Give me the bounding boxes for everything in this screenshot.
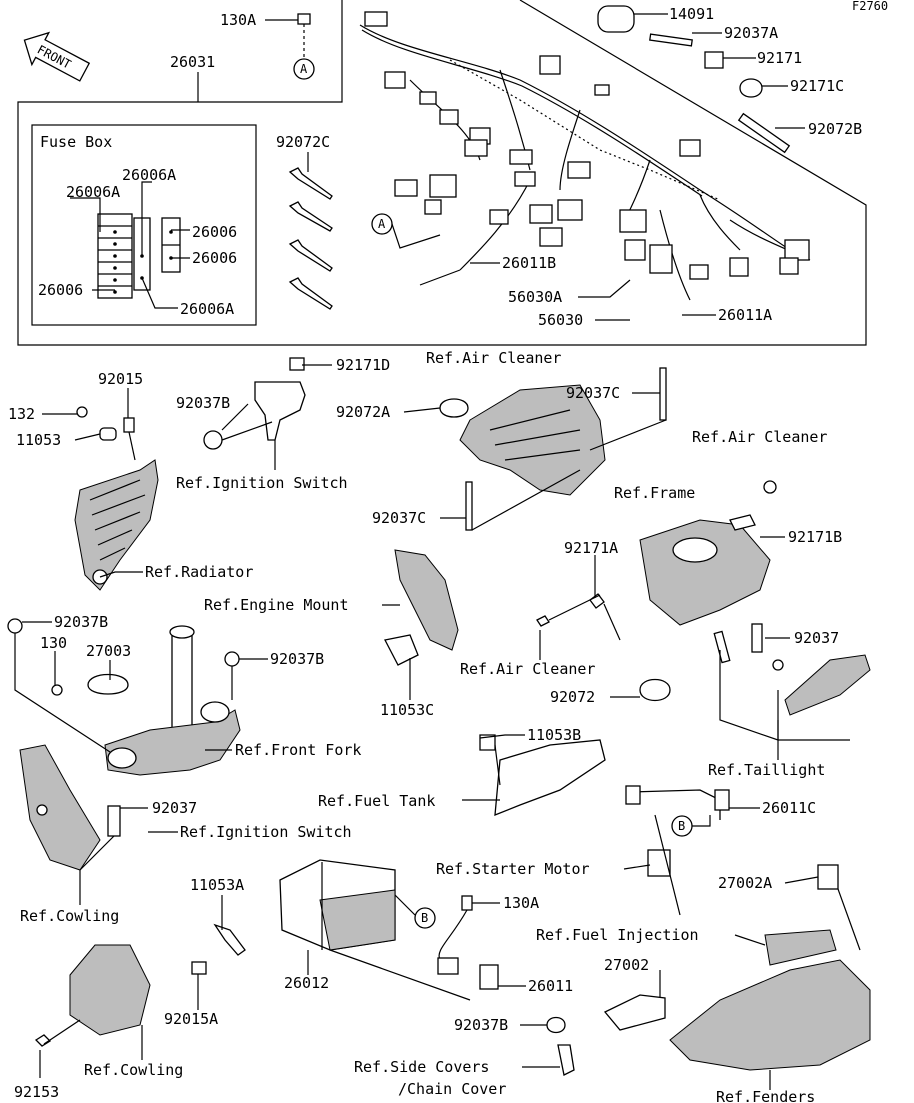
label-92037b-3: 92037B bbox=[270, 650, 324, 668]
label-130: 130 bbox=[40, 634, 67, 652]
label-ref-frame: Ref.Frame bbox=[614, 484, 695, 502]
label-ref-front-fork: Ref.Front Fork bbox=[235, 741, 361, 759]
label-26006-r1: 26006 bbox=[192, 223, 237, 241]
label-ref-engine-mount: Ref.Engine Mount bbox=[204, 596, 349, 614]
label-26006a-b: 26006A bbox=[66, 183, 120, 201]
figure-id: F2760 bbox=[852, 0, 888, 13]
label-92037b-2: 92037B bbox=[54, 613, 108, 631]
label-26006a-c: 26006A bbox=[180, 300, 234, 318]
taillight bbox=[713, 623, 871, 741]
label-56030a: 56030A bbox=[508, 288, 562, 306]
cowling-left bbox=[19, 744, 121, 871]
label-26006-r2: 26006 bbox=[192, 249, 237, 267]
label-ref-chain-cover: /Chain Cover bbox=[398, 1080, 506, 1098]
label-ref-fuel-injection: Ref.Fuel Injection bbox=[536, 926, 699, 944]
zip-ties-92072c bbox=[288, 167, 333, 310]
engine-mount bbox=[384, 549, 459, 666]
label-11053b: 11053B bbox=[527, 726, 581, 744]
label-92037c-2: 92037C bbox=[372, 509, 426, 527]
cowling-lower bbox=[34, 923, 246, 1047]
ignition-bracket bbox=[203, 357, 306, 470]
clamp-92072 bbox=[639, 678, 671, 702]
battery: B bbox=[279, 859, 471, 1001]
label-26011c: 26011C bbox=[762, 799, 816, 817]
label-92015: 92015 bbox=[98, 370, 143, 388]
label-92072b: 92072B bbox=[808, 120, 862, 138]
label-ref-taillight: Ref.Taillight bbox=[708, 761, 825, 779]
label-27002a: 27002A bbox=[718, 874, 772, 892]
top-small-parts bbox=[297, 5, 791, 154]
label-14091: 14091 bbox=[669, 5, 714, 23]
fuse-box-frame bbox=[31, 124, 257, 326]
side-cover-clip bbox=[546, 1016, 575, 1076]
label-92037c-1: 92037C bbox=[566, 384, 620, 402]
label-92171b: 92171B bbox=[788, 528, 842, 546]
label-92072a: 92072A bbox=[336, 403, 390, 421]
label-92037b-1: 92037B bbox=[176, 394, 230, 412]
label-27002: 27002 bbox=[604, 956, 649, 974]
label-11053c: 11053C bbox=[380, 701, 434, 719]
label-26006a-a: 26006A bbox=[122, 166, 176, 184]
label-ref-air-cleaner-2: Ref.Air Cleaner bbox=[692, 428, 827, 446]
svg-text:B: B bbox=[421, 911, 428, 925]
air-cleaner-cover bbox=[439, 367, 667, 531]
label-ref-cowling-2: Ref.Cowling bbox=[84, 1061, 183, 1079]
label-92171c: 92171C bbox=[790, 77, 844, 95]
label-26011: 26011 bbox=[528, 977, 573, 995]
label-ref-ignition-1: Ref.Ignition Switch bbox=[176, 474, 348, 492]
label-132: 132 bbox=[8, 405, 35, 423]
label-56030: 56030 bbox=[538, 311, 583, 329]
fuse-box-diagram bbox=[70, 181, 190, 309]
svg-text:A: A bbox=[300, 62, 308, 76]
label-26031: 26031 bbox=[170, 53, 215, 71]
label-92171: 92171 bbox=[757, 49, 802, 67]
label-92015a: 92015A bbox=[164, 1010, 218, 1028]
frame-area bbox=[536, 480, 777, 641]
label-ref-radiator: Ref.Radiator bbox=[145, 563, 253, 581]
battery-cable bbox=[437, 895, 499, 990]
label-92072c: 92072C bbox=[276, 133, 330, 151]
callout-labels: 130A 26031 14091 92037A 92171 92171C 920… bbox=[8, 5, 862, 1103]
label-ref-side-covers: Ref.Side Covers bbox=[354, 1058, 489, 1076]
steering-stem bbox=[7, 618, 241, 776]
fuse-box-title: Fuse Box bbox=[40, 133, 112, 151]
label-92037-2: 92037 bbox=[152, 799, 197, 817]
leader-lines bbox=[22, 13, 819, 1090]
label-ref-fenders: Ref.Fenders bbox=[716, 1088, 815, 1103]
main-wiring-harness bbox=[359, 11, 811, 301]
label-ref-cowling-1: Ref.Cowling bbox=[20, 907, 119, 925]
label-26012: 26012 bbox=[284, 974, 329, 992]
label-130a-b: 130A bbox=[503, 894, 539, 912]
label-26011b: 26011B bbox=[502, 254, 556, 272]
label-ref-ignition-2: Ref.Ignition Switch bbox=[180, 823, 352, 841]
label-26011a: 26011A bbox=[718, 306, 772, 324]
label-ref-air-cleaner-3: Ref.Air Cleaner bbox=[460, 660, 595, 678]
marker-a-harness: A bbox=[371, 213, 441, 249]
starter-relay: B bbox=[625, 785, 730, 916]
label-92072: 92072 bbox=[550, 688, 595, 706]
label-27003: 27003 bbox=[86, 642, 131, 660]
fender-area bbox=[603, 864, 871, 1071]
label-26006-l: 26006 bbox=[38, 281, 83, 299]
marker-a-top: A bbox=[293, 58, 315, 80]
front-arrow-icon: FRONT bbox=[23, 31, 91, 82]
label-92171d: 92171D bbox=[336, 356, 390, 374]
label-92037b-4: 92037B bbox=[454, 1016, 508, 1034]
fuel-tank-bracket bbox=[479, 734, 606, 816]
svg-text:B: B bbox=[678, 819, 685, 833]
label-11053a: 11053A bbox=[190, 876, 244, 894]
label-ref-fuel-tank: Ref.Fuel Tank bbox=[318, 792, 435, 810]
label-11053: 11053 bbox=[16, 431, 61, 449]
label-92037a: 92037A bbox=[724, 24, 778, 42]
label-130a-top: 130A bbox=[220, 11, 256, 29]
label-ref-air-cleaner-1: Ref.Air Cleaner bbox=[426, 349, 561, 367]
svg-text:A: A bbox=[378, 217, 386, 231]
harness-frame bbox=[17, 0, 867, 346]
label-ref-starter-motor: Ref.Starter Motor bbox=[436, 860, 590, 878]
label-92153: 92153 bbox=[14, 1083, 59, 1101]
label-92171a: 92171A bbox=[564, 539, 618, 557]
label-92037-1: 92037 bbox=[794, 629, 839, 647]
